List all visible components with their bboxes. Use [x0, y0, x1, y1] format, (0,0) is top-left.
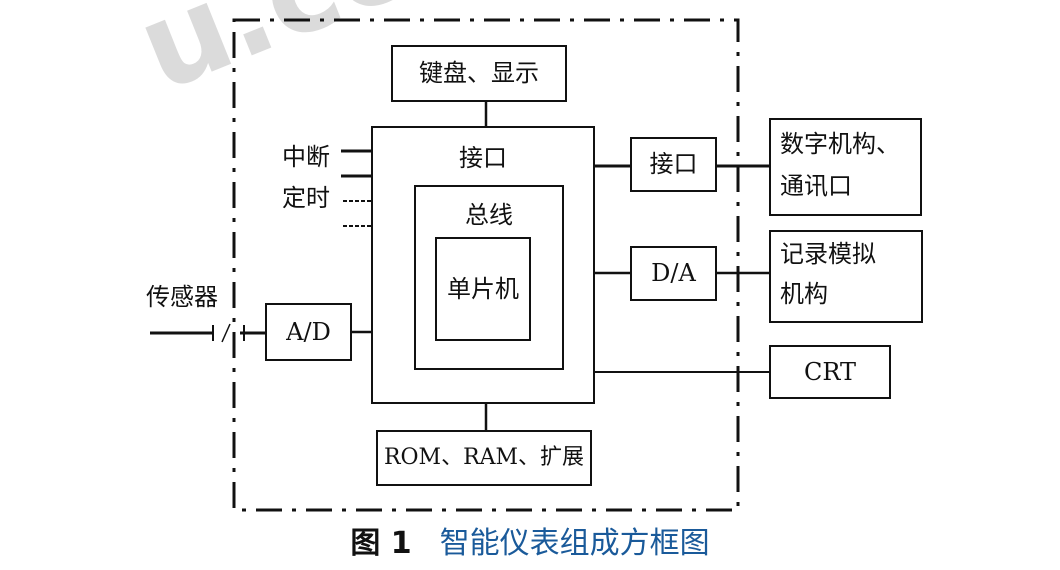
rom-ram-block: ROM、RAM、扩展	[376, 430, 592, 486]
mcu-block: 单片机	[435, 237, 531, 341]
figure-title: 智能仪表组成方框图	[439, 526, 710, 561]
digital-label-line1: 数字机构、	[780, 130, 900, 158]
ad-converter-block: A/D	[265, 303, 352, 361]
interface-right-block: 接口	[630, 137, 717, 192]
figure-number: 图 1	[350, 526, 412, 561]
analog-record-block: 记录模拟 机构	[769, 230, 923, 323]
bus-label: 总线	[465, 201, 513, 229]
interface-label: 接口	[459, 144, 507, 172]
figure-caption: 图 1 智能仪表组成方框图	[0, 518, 1060, 562]
rom-ram-label: ROM、RAM、扩展	[383, 444, 585, 470]
interrupt-label: 中断	[282, 143, 330, 171]
crt-label: CRT	[803, 357, 857, 386]
timer-label: 定时	[282, 184, 330, 212]
analog-label-line2: 机构	[780, 280, 828, 308]
mcu-label: 单片机	[447, 274, 519, 303]
ad-label: A/D	[286, 317, 331, 346]
crt-block: CRT	[769, 345, 891, 399]
digital-label-line2: 通讯口	[780, 172, 852, 200]
analog-label-line1: 记录模拟	[780, 240, 876, 268]
da-label: D/A	[651, 259, 696, 288]
sensor-label: 传感器	[146, 283, 218, 311]
keyboard-display-block: 键盘、显示	[391, 45, 567, 102]
digital-comm-block: 数字机构、 通讯口	[769, 118, 922, 216]
keyboard-display-label: 键盘、显示	[419, 59, 539, 88]
instrument-boundary	[232, 18, 740, 512]
sensor-slash	[221, 323, 231, 343]
interface-right-label: 接口	[649, 150, 698, 179]
da-converter-block: D/A	[630, 246, 717, 301]
